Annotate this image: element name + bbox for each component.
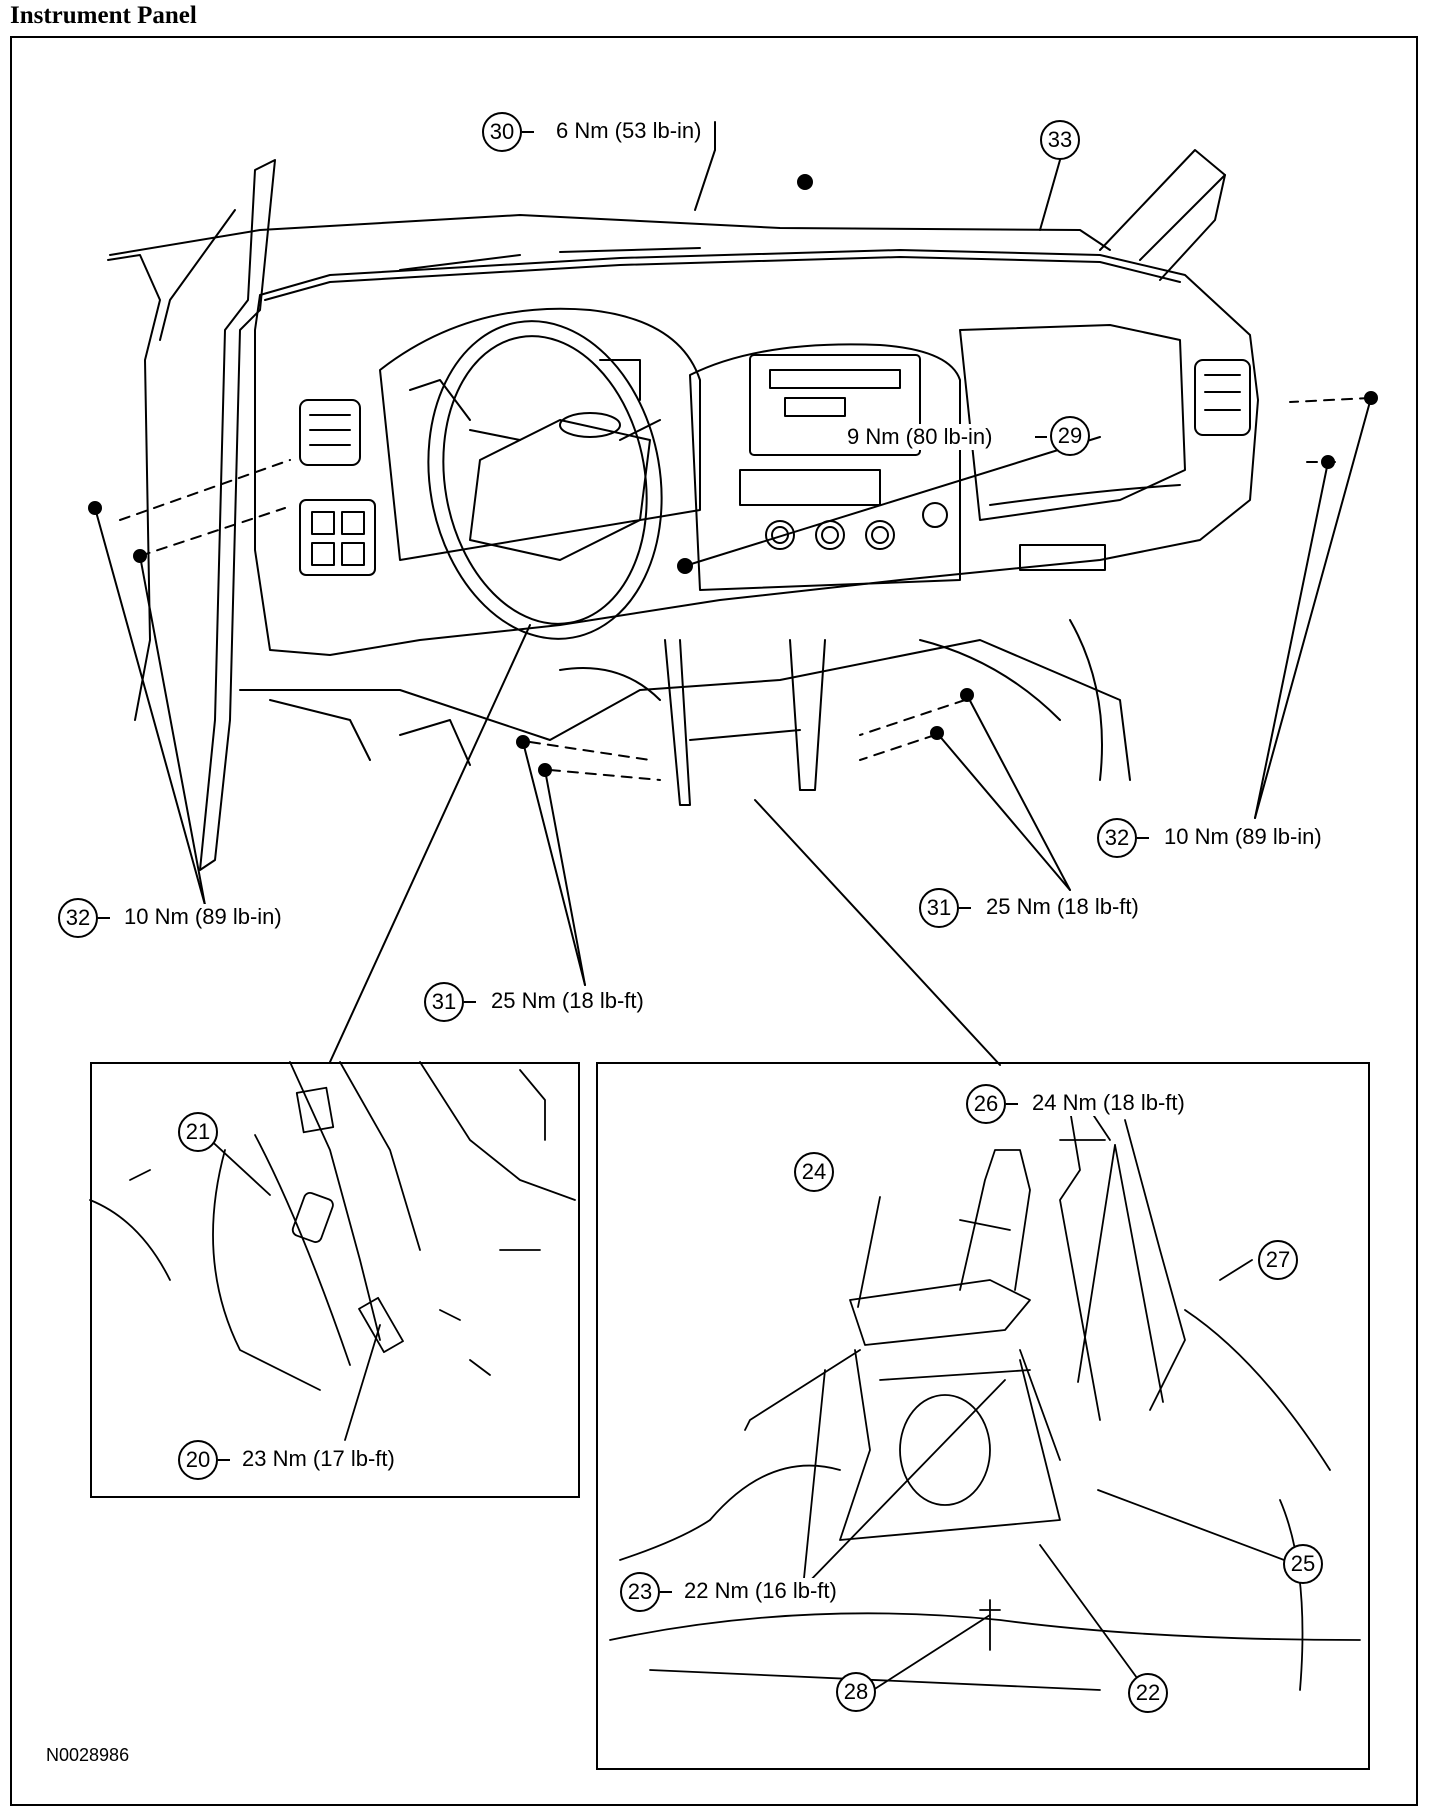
callout-31-left: 31 xyxy=(424,982,464,1022)
callout-22: 22 xyxy=(1128,1673,1168,1713)
torque-label-26: 24 Nm (18 lb-ft) xyxy=(1030,1090,1187,1116)
callout-31-right: 31 xyxy=(919,888,959,928)
callout-24: 24 xyxy=(794,1152,834,1192)
steering-column-inset xyxy=(90,1062,580,1498)
steering-column-inset-art xyxy=(89,1061,576,1441)
torque-label-30: 6 Nm (53 lb-in) xyxy=(554,118,704,144)
callout-26: 26 xyxy=(966,1084,1006,1124)
torque-label-32-right: 10 Nm (89 lb-in) xyxy=(1162,824,1324,850)
diagram-frame xyxy=(10,36,1418,1806)
callout-29: 29 xyxy=(1050,416,1090,456)
callout-25: 25 xyxy=(1283,1544,1323,1584)
bolts xyxy=(88,174,1378,777)
dash-top-pad xyxy=(254,247,1259,656)
torque-label-29: 9 Nm (80 lb-in) xyxy=(845,424,995,450)
floor-tunnel xyxy=(239,619,1131,806)
steering-wheel xyxy=(427,320,663,640)
callout-32-left: 32 xyxy=(58,898,98,938)
callout-32-right: 32 xyxy=(1097,818,1137,858)
torque-label-32-left: 10 Nm (89 lb-in) xyxy=(122,904,284,930)
page-title: Instrument Panel xyxy=(10,2,197,29)
figure-id: N0028986 xyxy=(46,1745,130,1765)
callout-28: 28 xyxy=(836,1672,876,1712)
torque-label-20: 23 Nm (17 lb-ft) xyxy=(240,1446,397,1472)
callout-33: 33 xyxy=(1040,120,1080,160)
torque-label-31-left: 25 Nm (18 lb-ft) xyxy=(489,988,646,1014)
left-vent xyxy=(299,399,376,576)
center-stack xyxy=(689,343,961,591)
shifter-inset-art xyxy=(609,1109,1361,1694)
cluster-hood xyxy=(379,307,701,561)
cowl-line xyxy=(109,214,1111,256)
callout-23: 23 xyxy=(620,1572,660,1612)
callout-30: 30 xyxy=(482,112,522,152)
right-dash xyxy=(959,324,1251,571)
right-a-pillar xyxy=(1099,149,1226,281)
callout-21: 21 xyxy=(178,1112,218,1152)
torque-label-31-right: 25 Nm (18 lb-ft) xyxy=(984,894,1141,920)
torque-label-23: 22 Nm (16 lb-ft) xyxy=(682,1578,839,1604)
leader-lines xyxy=(94,121,1372,1066)
callout-27: 27 xyxy=(1258,1240,1298,1280)
callout-20: 20 xyxy=(178,1440,218,1480)
left-a-pillar xyxy=(107,159,276,871)
shifter-inset xyxy=(596,1062,1370,1770)
